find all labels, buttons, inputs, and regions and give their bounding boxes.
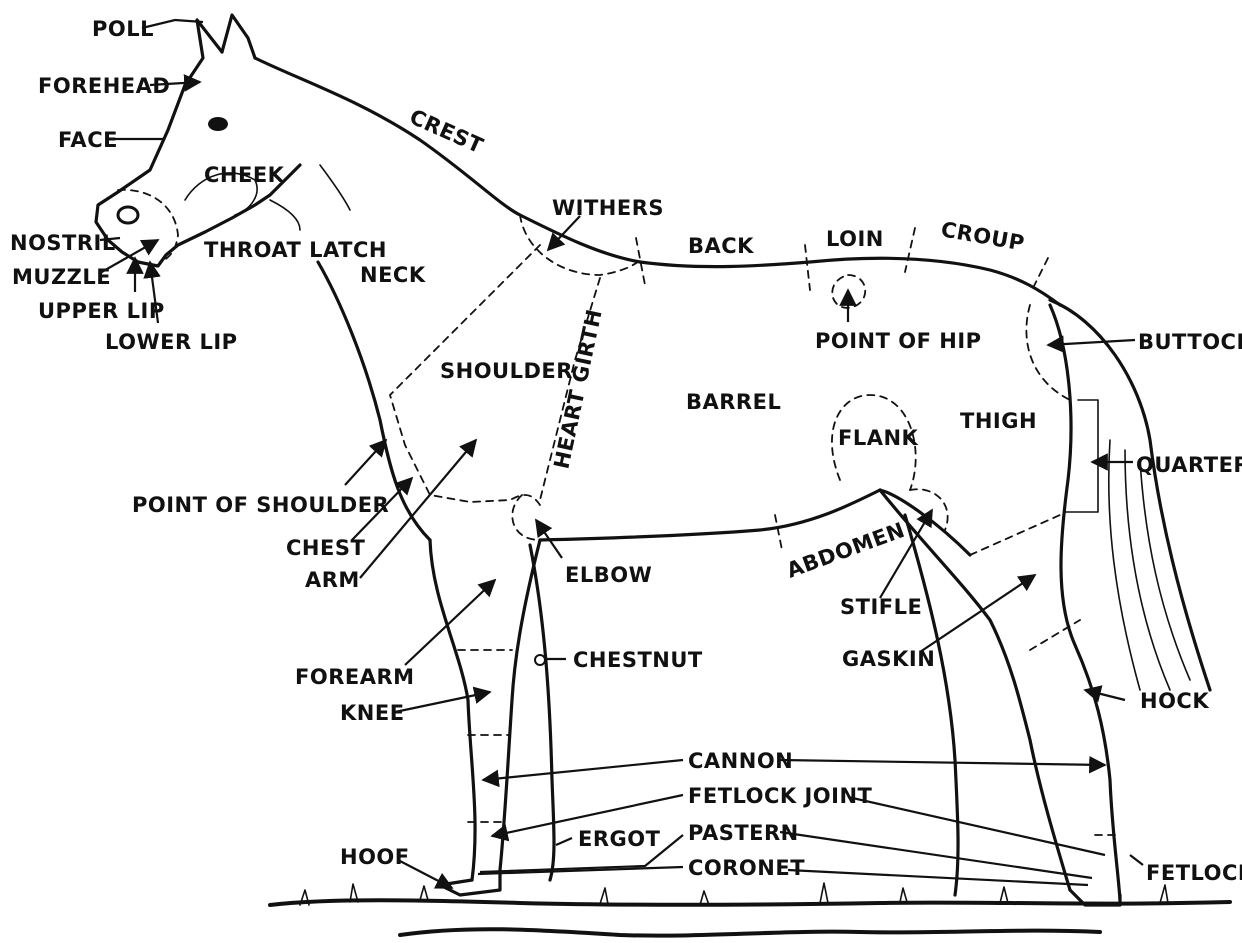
label-poll: POLL xyxy=(92,17,154,41)
horse-illustration xyxy=(96,15,1230,936)
elbow-region-dash xyxy=(512,495,540,540)
label-quarter: QUARTER xyxy=(1136,453,1242,477)
label-pastern: PASTERN xyxy=(688,821,799,845)
label-hoof: HOOF xyxy=(340,845,410,869)
label-crest: CREST xyxy=(406,105,487,159)
chestnut-marker xyxy=(535,655,545,665)
label-forehead: FOREHEAD xyxy=(38,74,170,98)
label-throat-latch: THROAT LATCH xyxy=(204,238,387,262)
leader-knee xyxy=(395,692,490,712)
leader-cannon-front xyxy=(483,760,683,780)
label-shoulder: SHOULDER xyxy=(440,359,573,383)
leader-coronet-hind xyxy=(788,870,1088,885)
label-muzzle: MUZZLE xyxy=(12,265,111,289)
horse-tail-hair xyxy=(1109,440,1190,690)
ground-line-lower xyxy=(400,929,1100,935)
label-point-of-shoulder: POINT OF SHOULDER xyxy=(132,493,389,517)
leader-point-of-shoulder xyxy=(345,440,386,485)
label-upper-lip: UPPER LIP xyxy=(38,299,165,323)
label-face: FACE xyxy=(58,128,118,152)
label-nostril: NOSTRIL xyxy=(10,231,116,255)
label-lower-lip: LOWER LIP xyxy=(105,330,238,354)
label-fetlock-joint: FETLOCK JOINT xyxy=(688,784,873,808)
horse-far-foreleg xyxy=(530,545,554,880)
horse-foreleg-rear-outline xyxy=(500,540,540,870)
label-chestnut: CHESTNUT xyxy=(573,648,703,672)
label-thigh: THIGH xyxy=(960,409,1037,433)
label-cheek: CHEEK xyxy=(204,163,285,187)
label-heart-girth: HEART GIRTH xyxy=(549,307,606,471)
leader-fetlock xyxy=(1130,855,1143,865)
label-ergot: ERGOT xyxy=(578,827,661,851)
label-stifle: STIFLE xyxy=(840,595,922,619)
section-divider-croup xyxy=(905,228,915,272)
label-fetlock: FETLOCK xyxy=(1146,861,1242,885)
label-buttock: BUTTOCK xyxy=(1138,330,1242,354)
label-arm: ARM xyxy=(305,568,360,592)
label-coronet: CORONET xyxy=(688,856,805,880)
label-forearm: FOREARM xyxy=(295,665,415,689)
label-elbow: ELBOW xyxy=(565,563,652,587)
horse-tail-outline xyxy=(1050,300,1210,690)
horse-ear-right xyxy=(222,15,255,58)
leader-withers xyxy=(548,216,580,250)
leader-cannon-hind xyxy=(780,760,1105,765)
leader-forearm xyxy=(405,580,495,665)
ground-line-upper xyxy=(270,900,1230,905)
label-chest: CHEST xyxy=(286,536,365,560)
horse-face-crest-line xyxy=(255,58,640,262)
label-gaskin: GASKIN xyxy=(842,647,935,671)
leader-gaskin xyxy=(920,575,1035,652)
horse-foreleg-front-outline xyxy=(430,540,475,880)
leader-ergot xyxy=(556,838,572,845)
horse-head-outline xyxy=(96,20,300,266)
label-loin: LOIN xyxy=(826,227,884,251)
label-back: BACK xyxy=(688,234,754,258)
section-divider-loin xyxy=(805,245,810,290)
leader-hock xyxy=(1085,690,1125,700)
label-knee: KNEE xyxy=(340,701,405,725)
leader-fetlock-joint-hind xyxy=(848,797,1105,855)
label-point-of-hip: POINT OF HIP xyxy=(815,329,982,353)
labels: POLL FOREHEAD FACE CHEEK NOSTRIL MUZZLE … xyxy=(10,17,1242,885)
label-neck: NECK xyxy=(360,263,426,287)
label-cannon: CANNON xyxy=(688,749,793,773)
label-hock: HOCK xyxy=(1140,689,1209,713)
leader-lines xyxy=(100,20,1143,888)
horse-eye xyxy=(208,117,228,131)
label-croup: CROUP xyxy=(939,217,1026,255)
label-barrel: BARREL xyxy=(686,390,781,414)
horse-nostril xyxy=(118,207,138,223)
label-flank: FLANK xyxy=(838,426,919,450)
label-withers: WITHERS xyxy=(552,196,664,220)
label-abdomen: ABDOMEN xyxy=(784,518,909,583)
gaskin-region-dash xyxy=(970,515,1060,555)
horse-back-outline xyxy=(640,258,1060,305)
horse-hind-rear-outline xyxy=(1050,305,1120,900)
abdomen-divider xyxy=(775,515,782,550)
section-divider-tail xyxy=(1032,258,1048,290)
